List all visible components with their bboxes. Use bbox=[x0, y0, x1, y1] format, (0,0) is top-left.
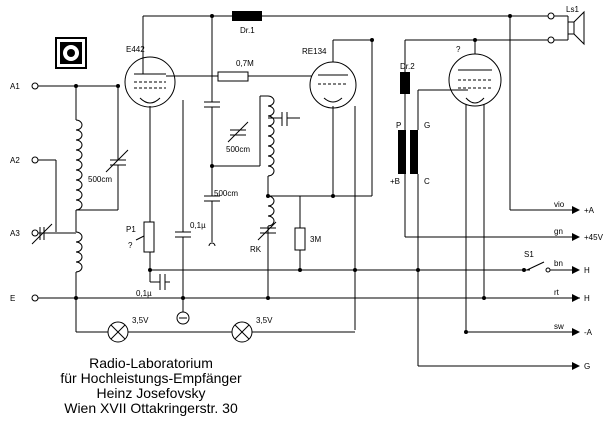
ground-icon bbox=[176, 311, 190, 325]
capacitor-cathode-label: 0,1µ bbox=[136, 289, 152, 298]
top-rail bbox=[142, 15, 548, 100]
choke-dr1-label: Dr.1 bbox=[240, 26, 255, 35]
output-sw: sw -A bbox=[465, 104, 593, 337]
resistor-3m: 3M bbox=[268, 195, 321, 270]
choke-dr2-label: Dr.2 bbox=[400, 62, 415, 71]
tube-output: ? bbox=[448, 40, 502, 107]
capacitor-coupling: 500cm bbox=[204, 100, 260, 247]
capacitor-trim-label: 500cm bbox=[226, 145, 250, 154]
input-e: E bbox=[10, 294, 580, 303]
potentiometer-q-label: ? bbox=[128, 241, 133, 250]
capacitor-bypass: 0,1µ bbox=[175, 100, 206, 312]
caption-line-4: Wien XVII Ottakringerstr. 30 bbox=[64, 400, 238, 416]
output-g-term: G bbox=[584, 362, 590, 371]
tube-output-label: ? bbox=[456, 45, 461, 54]
choke-dr1: Dr.1 bbox=[232, 11, 262, 35]
rk-label: RK bbox=[250, 245, 262, 254]
transformer: P G +B C bbox=[390, 89, 468, 366]
rk-coil: RK bbox=[250, 221, 277, 254]
capacitor-trim: 500cm bbox=[226, 121, 250, 154]
speaker-icon: Ls1 bbox=[547, 5, 585, 46]
output-gn: gn +45V bbox=[405, 227, 604, 242]
tube-e442-label: E442 bbox=[126, 45, 145, 54]
caption: Radio-Laboratorium für Hochleistungs-Emp… bbox=[60, 355, 242, 416]
choke-dr2: Dr.2 bbox=[400, 40, 415, 130]
tuning-coil bbox=[259, 95, 275, 298]
pilot-lamp-1-icon: 3,5V bbox=[76, 316, 232, 343]
resistor-0-7m: 0,7M bbox=[166, 59, 312, 82]
output-gn-wire: gn bbox=[554, 227, 563, 236]
output-rt: rt H bbox=[554, 288, 590, 303]
transformer-b: +B bbox=[390, 177, 400, 186]
output-gn-term: +45V bbox=[584, 233, 604, 242]
junction-dots bbox=[74, 14, 512, 334]
output-sw-wire: sw bbox=[554, 322, 564, 331]
capacitor-reaction bbox=[268, 112, 300, 126]
antenna-coil bbox=[75, 86, 83, 332]
input-a1-label: A1 bbox=[10, 82, 20, 91]
output-vio: vio +A bbox=[509, 16, 595, 215]
output-vio-wire: vio bbox=[554, 200, 565, 209]
capacitor-tank-label: 500cm bbox=[88, 175, 112, 184]
transformer-c: C bbox=[424, 177, 430, 186]
output-bn: S1 bn H bbox=[150, 250, 590, 275]
output-g: G bbox=[418, 362, 590, 371]
capacitor-cathode: 0,1µ bbox=[136, 274, 170, 298]
potentiometer-p1: P1 ? bbox=[126, 106, 155, 282]
output-rt-term: H bbox=[584, 294, 590, 303]
potentiometer-p1-label: P1 bbox=[126, 225, 136, 234]
transformer-p: P bbox=[396, 121, 401, 130]
capacitor-tank: 500cm bbox=[76, 86, 129, 211]
tube-re134: RE134 bbox=[302, 40, 357, 109]
tube-re134-label: RE134 bbox=[302, 47, 327, 56]
transformer-g: G bbox=[424, 121, 430, 130]
pilot-lamp-2-icon: 3,5V bbox=[231, 316, 355, 343]
resistor-3m-label: 3M bbox=[310, 235, 321, 244]
variable-capacitor-a3 bbox=[31, 223, 53, 245]
input-a2-label: A2 bbox=[10, 156, 20, 165]
input-a1: A1 bbox=[10, 82, 118, 91]
caption-line-3: Heinz Josefovsky bbox=[97, 385, 206, 401]
manufacturer-logo-icon bbox=[55, 37, 87, 69]
input-e-label: E bbox=[10, 294, 15, 303]
output-rt-wire: rt bbox=[554, 288, 560, 297]
output-bn-wire: bn bbox=[554, 259, 563, 268]
switch-s1-label: S1 bbox=[524, 250, 534, 259]
capacitor-bypass-label: 0,1µ bbox=[190, 221, 206, 230]
resistor-0-7m-label: 0,7M bbox=[236, 59, 254, 68]
pilot-lamp-2-label: 3,5V bbox=[256, 316, 273, 325]
output-bn-term: H bbox=[584, 266, 590, 275]
capacitor-coupling-label: 500cm bbox=[214, 189, 238, 198]
input-a3-label: A3 bbox=[10, 229, 20, 238]
output-sw-term: -A bbox=[584, 328, 593, 337]
input-a2: A2 bbox=[10, 156, 57, 232]
caption-line-1: Radio-Laboratorium bbox=[89, 355, 213, 371]
caption-line-2: für Hochleistungs-Empfänger bbox=[60, 370, 242, 386]
pilot-lamp-1-label: 3,5V bbox=[132, 316, 149, 325]
speaker-label: Ls1 bbox=[566, 5, 579, 14]
output-vio-term: +A bbox=[584, 206, 595, 215]
